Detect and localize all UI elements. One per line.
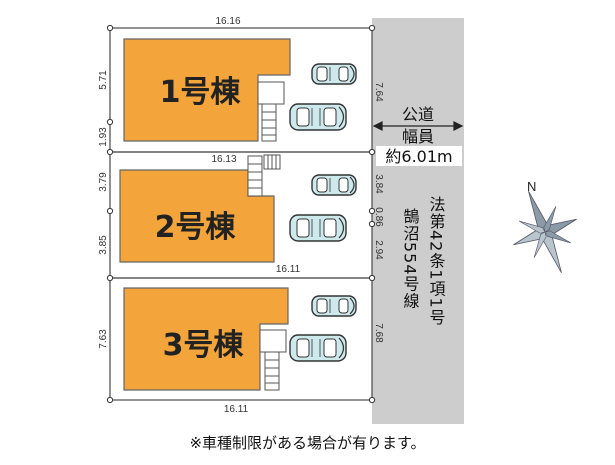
dim-bottom-width: 16.11 [224, 404, 249, 415]
road-width-arrow [372, 121, 464, 131]
dim-lot1-side: 7.64 [373, 82, 384, 102]
steps-2 [247, 154, 281, 197]
car-3b [289, 334, 347, 362]
steps-3 [264, 351, 280, 391]
road [372, 18, 464, 424]
car-2a [311, 174, 357, 196]
road-width-bg [376, 146, 462, 166]
road-label: 公道 [402, 105, 434, 124]
boundary-markers [106, 24, 376, 404]
building-1 [123, 38, 291, 142]
law-text: 法第42条1項1号 [427, 196, 446, 326]
road-width-label: 幅員 [402, 127, 434, 146]
dim-lot1-front: 5.71 [98, 70, 109, 90]
dim-lot2-lot3-border: 16.11 [276, 264, 301, 275]
steps-1 [261, 103, 277, 142]
compass-north-label: N [527, 179, 536, 194]
dim-lot1-rear: 1.93 [98, 127, 109, 147]
dim-lot1-lot2-border: 16.13 [211, 154, 236, 165]
dim-top-width: 16.16 [215, 16, 240, 27]
dim-lot2-side-b: 0.86 [373, 207, 384, 227]
dim-lot3-side: 7.68 [373, 323, 384, 343]
building-3 [123, 287, 289, 391]
car-1a [311, 63, 357, 85]
building-1-label: 1号棟 [160, 75, 242, 110]
dim-lot2-front: 3.79 [98, 172, 109, 192]
car-3a [311, 295, 357, 317]
road-width-value: 約6.01m [385, 147, 452, 166]
car-2b [289, 214, 347, 242]
car-1b [289, 103, 347, 131]
entrance-1 [257, 81, 285, 105]
dim-lot2-rear: 3.85 [98, 235, 109, 255]
vehicle-restriction-note: ※車種制限がある場合が有ります。 [189, 434, 426, 452]
entrance-3 [259, 329, 287, 353]
dim-lot2-side-c: 2.94 [373, 240, 384, 260]
compass-icon [513, 191, 577, 273]
dim-lot3-left: 7.63 [98, 329, 109, 349]
dim-lot2-side-a: 3.84 [373, 174, 384, 194]
building-3-label: 3号棟 [163, 328, 245, 363]
road-name-text: 鵠沼554号線 [401, 208, 420, 310]
building-2-label: 2号棟 [155, 210, 237, 245]
